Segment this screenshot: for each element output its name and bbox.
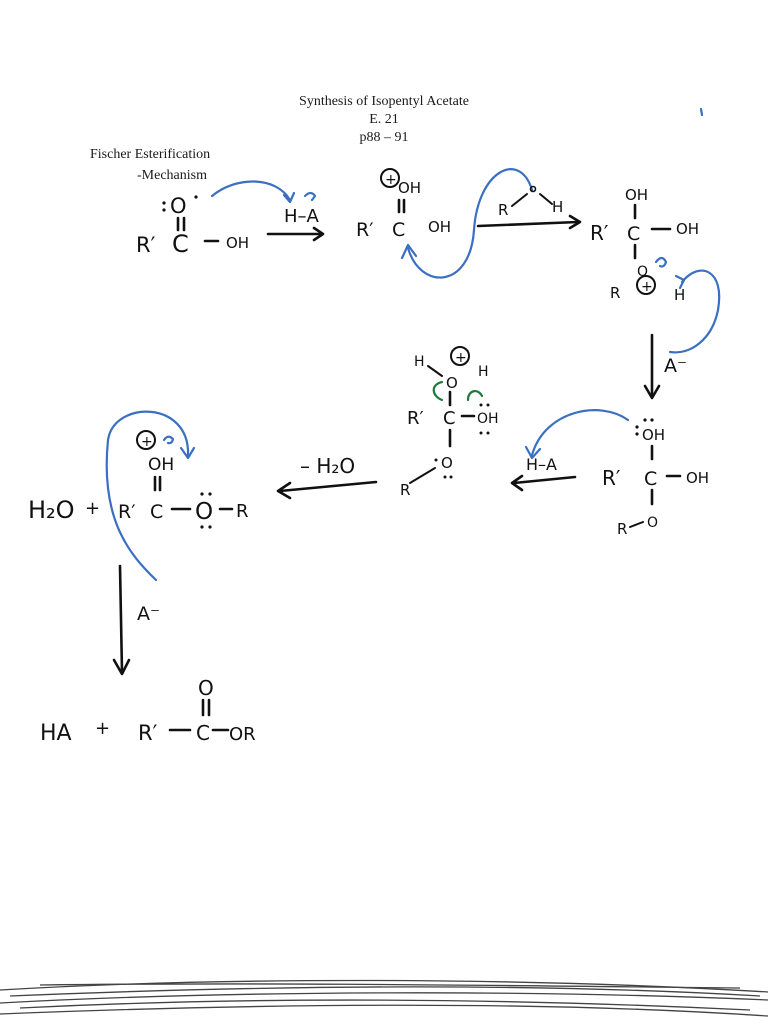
step2-alcohol: R H	[498, 185, 563, 219]
arrow-head	[282, 191, 296, 204]
h-right: H	[478, 364, 489, 380]
carbonyl-oxygen: O	[170, 194, 187, 218]
hydroxyl-label: OH	[477, 411, 499, 427]
step5-products: H₂O + + OH R′ C O R	[28, 430, 249, 529]
curved-arrow-1	[210, 180, 292, 202]
step2-intermediate: OH R′ C OH O + R H	[590, 186, 699, 304]
or-label: OR	[229, 724, 256, 745]
r-prime-label: R′	[602, 466, 621, 490]
step1-carboxylic-acid: O R′ C OH	[136, 194, 249, 258]
base-label: A⁻	[664, 355, 687, 377]
right-oh: OH	[686, 469, 709, 487]
step3-intermediate: OH R′ C OH R O	[602, 418, 709, 538]
hydroxyl-label: OH	[226, 234, 249, 252]
page-range: p88 – 91	[359, 130, 409, 145]
base-label: A⁻	[137, 603, 160, 625]
green-arrow-2	[466, 390, 484, 402]
ester-oxygen: O	[195, 499, 213, 525]
page-title: Synthesis of Isopentyl Acetate	[299, 94, 469, 109]
carbon-label: C	[196, 721, 210, 745]
experiment-number: E. 21	[369, 112, 399, 127]
carbon-label: C	[644, 468, 657, 490]
bridging-oxygen: O	[647, 515, 658, 531]
top-oh: OH	[642, 426, 665, 444]
green-arrow-1	[432, 380, 444, 402]
r-prime-label: R′	[136, 233, 156, 257]
r-prime-label: R′	[118, 501, 136, 523]
curved-arrow-3	[406, 168, 534, 279]
carbon-label: C	[443, 408, 456, 429]
positive-charge: +	[385, 172, 397, 188]
ha-label: HA	[40, 721, 72, 746]
r-prime-label: R′	[407, 408, 424, 429]
curved-arrow-5	[530, 409, 630, 457]
plus-sign: +	[85, 498, 100, 519]
curved-arrow-4	[668, 269, 721, 354]
acid-label: H–A	[526, 455, 557, 474]
carbon-label: C	[150, 501, 163, 523]
step6-products: HA + O R′ C OR	[40, 676, 256, 746]
reaction-arrow-6	[118, 564, 124, 674]
section-title: Fischer Esterification	[90, 147, 211, 162]
step1-protonated-acid: + OH R′ C OH	[356, 168, 451, 241]
bottom-r: R	[617, 520, 627, 538]
top-oh: OH	[148, 455, 174, 475]
carbon-label: C	[172, 230, 189, 258]
bottom-r: R	[610, 284, 620, 302]
o-label: O	[446, 374, 458, 392]
carbon-label: C	[627, 223, 640, 245]
carbonyl-oxygen: O	[198, 676, 214, 700]
alcohol-r: R	[498, 201, 508, 219]
water-loss-label: – H₂O	[300, 454, 355, 478]
hydroxyl-label: OH	[428, 218, 451, 236]
positive-charge: +	[455, 350, 467, 366]
bottom-h: H	[674, 286, 685, 304]
plus-sign: +	[95, 718, 110, 739]
h-left: H	[414, 354, 425, 370]
section-subtitle: -Mechanism	[137, 168, 207, 183]
water-label: H₂O	[28, 496, 75, 524]
right-oh: OH	[676, 220, 699, 238]
bridging-oxygen: O	[441, 454, 453, 472]
r-prime-label: R′	[356, 219, 374, 241]
reaction-arrow-5	[278, 480, 378, 493]
reaction-arrow-4	[512, 475, 577, 485]
curved-arrow-2	[303, 191, 317, 202]
carbon-label: C	[392, 219, 405, 241]
positive-charge: +	[141, 434, 153, 450]
r-label: R	[236, 501, 249, 522]
page-edge-scribble	[0, 979, 768, 1017]
stray-mark	[699, 107, 704, 117]
r-prime-label: R′	[138, 721, 158, 745]
step4-intermediate: H + O H R′ C OH O R	[400, 346, 499, 499]
bridging-oxygen: O	[637, 264, 648, 280]
positive-charge: +	[641, 279, 653, 295]
acid-label: H–A	[284, 206, 320, 227]
alcohol-h: H	[552, 198, 563, 216]
protonated-oh: OH	[398, 179, 421, 197]
bottom-r: R	[400, 481, 410, 499]
reaction-arrow-2	[476, 220, 580, 228]
top-oh: OH	[625, 186, 648, 204]
curved-arrow-6	[105, 410, 190, 582]
r-prime-label: R′	[590, 221, 609, 245]
